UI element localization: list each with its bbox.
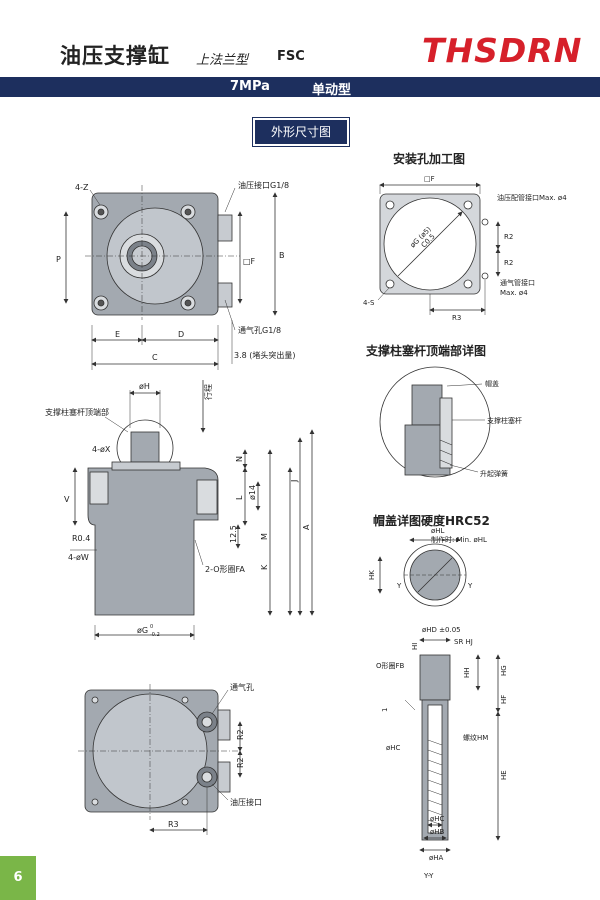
rod-section	[404, 637, 501, 853]
label-oil-port: 油压接口G1/8	[238, 180, 289, 190]
side-label-n: N	[235, 456, 244, 462]
label-e: E	[115, 330, 120, 339]
cap-heading: 帽盖详图硬度HRC52	[373, 514, 490, 528]
bt-label-vent: 通气孔	[230, 682, 254, 692]
side-label-g-sup: 0	[150, 624, 153, 630]
rs-label-hi: HI	[411, 643, 419, 650]
mt-label-r2b: R2	[504, 259, 513, 267]
rod-tip-detail	[379, 366, 491, 478]
cylinder-body	[87, 467, 219, 616]
side-label-d14: ø14	[248, 485, 257, 500]
rs-label-hb: øHB	[430, 828, 445, 836]
mt-label-4s: 4-S	[363, 299, 375, 307]
cap-label-y1: Y	[396, 582, 402, 590]
side-label-x4: 4-øX	[92, 445, 111, 454]
mount-heading: 安装孔加工图	[393, 152, 466, 166]
side-label-stroke: 行程	[203, 384, 213, 400]
page-subtitle: 上法兰型	[196, 53, 249, 68]
mt-label-sqf: □F	[424, 175, 435, 183]
side-label-w4: 4-øW	[68, 553, 89, 562]
logo-text: THSDRN	[422, 31, 582, 68]
brand-logo: THSDRN	[422, 31, 582, 68]
rs-label-yy: Y-Y	[423, 872, 434, 880]
side-label-l: L	[235, 495, 244, 500]
cap-label-y2: Y	[467, 582, 473, 590]
label-sqf: □F	[243, 257, 256, 266]
rs-label-he: HE	[500, 770, 508, 780]
bt-label-r3: R3	[168, 820, 179, 829]
label-b: B	[279, 251, 285, 260]
rod-label-cap: 帽盖	[485, 379, 499, 388]
label-c: C	[152, 353, 158, 362]
side-label-g: øG	[137, 626, 148, 635]
rod-tip-heading: 支撑柱塞杆顶端部详图	[366, 344, 487, 358]
bt-label-r2a: R2	[236, 729, 245, 740]
bottom-view	[78, 684, 243, 835]
section-label: 外形尺寸图	[255, 120, 347, 144]
action-type: 单动型	[312, 83, 352, 98]
rs-label-one: 1	[381, 708, 389, 712]
side-label-m: M	[260, 533, 269, 540]
side-label-j: J	[290, 480, 299, 483]
model-code: FSC	[277, 49, 305, 64]
page-title: 油压支撑缸	[60, 44, 170, 68]
bt-label-oil: 油压接口	[230, 797, 262, 807]
rs-label-ha: øHA	[429, 854, 444, 862]
spec-band	[0, 77, 600, 97]
cap-label-note: 制作时: Min. øHL	[431, 535, 487, 544]
mount-view	[377, 182, 501, 315]
label-d: D	[178, 330, 184, 339]
rs-label-thread: 螺纹HM	[463, 733, 488, 742]
label-p: P	[56, 255, 61, 264]
mt-label-vent-max: Max. ø4	[500, 289, 528, 297]
side-label-g-sub: -0.2	[150, 632, 160, 638]
pressure-rating: 7MPa	[230, 79, 270, 94]
rs-label-hc2: øHC	[430, 815, 445, 823]
bt-label-r2b: R2	[236, 757, 245, 768]
rod-label-spring: 升起弹簧	[480, 469, 508, 478]
rs-label-hg: HG	[500, 665, 508, 676]
cap-detail	[377, 537, 467, 607]
cap-label-hl: øHL	[431, 527, 445, 535]
rs-label-sr: SR HJ	[454, 638, 473, 646]
top-view	[63, 185, 278, 370]
rs-label-hf: HF	[500, 695, 508, 704]
rs-label-hc: øHC	[386, 744, 401, 752]
mt-label-vent: 通气管接口	[500, 278, 535, 287]
cap-label-hk: HK	[368, 570, 376, 580]
side-label-oring-fa: 2-O形圈FA	[205, 565, 245, 574]
rod-label-piston: 支撑柱塞杆	[487, 416, 522, 425]
mt-label-r3: R3	[452, 314, 461, 322]
page-number: 6	[0, 856, 36, 900]
side-label-v: V	[64, 495, 70, 504]
side-view	[70, 380, 315, 640]
rs-label-hd: øHD ±0.05	[422, 626, 461, 634]
label-vent: 通气孔G1/8	[238, 325, 281, 335]
rs-label-oring-fb: O形圈FB	[376, 662, 405, 670]
side-label-d125: 12.5	[229, 525, 238, 543]
label-plug: 3.8 (堵头突出量)	[234, 350, 296, 360]
mt-label-oil: 油压配管接口Max. ø4	[497, 193, 567, 202]
side-label-r04: R0.4	[72, 534, 90, 543]
label-4z: 4-Z	[75, 183, 89, 192]
side-label-rod-tip: 支撑柱塞杆顶端部	[45, 407, 109, 417]
side-label-k: K	[260, 564, 269, 570]
mt-label-r2a: R2	[504, 233, 513, 241]
side-label-a: A	[302, 524, 311, 530]
rs-label-hh: HH	[463, 667, 471, 678]
side-label-fh: øH	[139, 382, 150, 391]
